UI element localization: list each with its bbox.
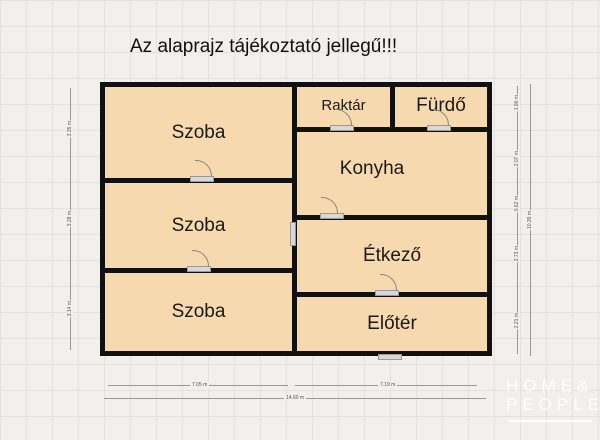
logo-line-2: PEOPLE — [506, 395, 600, 414]
room-label: Előtér — [367, 313, 417, 334]
logo-underline — [508, 420, 592, 422]
room-szoba-3: Szoba — [100, 268, 297, 356]
dimension-label: 7.19 m — [378, 382, 398, 388]
logo-line-1: HOME& — [506, 376, 594, 395]
dimension-label: 2.21 m — [514, 312, 520, 330]
dimension-label: 3.28 m — [67, 210, 73, 228]
home-people-logo: HOME& PEOPLE — [506, 376, 600, 414]
dimension-line-right — [517, 86, 518, 354]
dimension-label-total: 14.60 m — [284, 395, 307, 401]
room-label: Szoba — [171, 214, 226, 236]
dimension-label: 7.05 m — [190, 382, 210, 388]
door — [290, 222, 296, 246]
plan-title: Az alaprajz tájékoztató jellegű!!! — [130, 36, 398, 57]
room-furdo: Fürdő — [390, 82, 492, 132]
room-label: Étkező — [362, 245, 422, 266]
dimension-label: 2.07 m — [514, 150, 520, 168]
dimension-label: 1.90 m — [514, 94, 520, 112]
dimension-label: 2.73 m — [514, 245, 520, 263]
room-eloter: Előtér — [292, 292, 492, 356]
room-label: Szoba — [171, 121, 226, 143]
dimension-label: 3.35 m — [67, 120, 73, 138]
door — [378, 354, 402, 360]
room-label: Raktár — [321, 97, 366, 114]
room-label: Szoba — [171, 301, 226, 322]
dimension-label: 0.62 m — [514, 195, 520, 213]
room-label: Fürdő — [416, 95, 466, 116]
dimension-label: 3.14 m — [67, 300, 73, 318]
dimension-label-total: 10.35 m — [527, 210, 533, 231]
room-label: Konyha — [339, 157, 405, 179]
